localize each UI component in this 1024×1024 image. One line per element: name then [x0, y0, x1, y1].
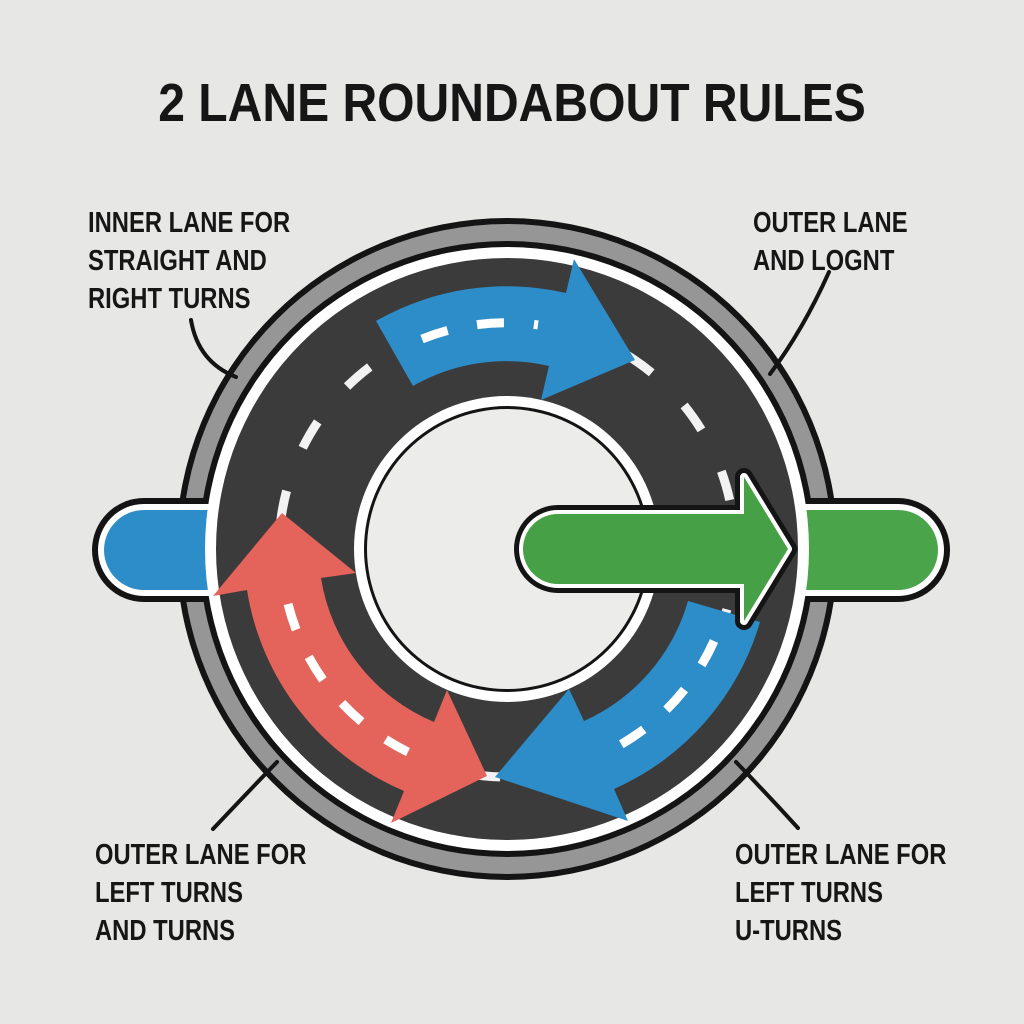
page-title: 2 LANE ROUNDABOUT RULES [158, 73, 866, 133]
leader-line-top-right [768, 270, 831, 376]
straight-arrow-body [523, 477, 788, 621]
bottom-right-curved-arrow-dashes [617, 639, 719, 749]
leader-line-bottom-left [211, 760, 279, 831]
label-outer-lane-bottom-left: OUTER LANE FOR LEFT TURNS AND TURNS [95, 839, 307, 947]
top-curved-arrow [376, 259, 635, 400]
leader-line-bottom-right [734, 760, 800, 830]
center-island [367, 409, 647, 689]
bottom-left-curved-arrow [213, 513, 487, 823]
leader-line-top-left [189, 318, 238, 379]
straight-through-arrow [514, 468, 797, 630]
bottom-left-curved-arrow-dashes [283, 602, 410, 757]
label-outer-lane-top-right: OUTER LANE AND LOGNT [753, 207, 908, 277]
label-outer-lane-bottom-right: OUTER LANE FOR LEFT TURNS U-TURNS [735, 839, 947, 947]
top-curved-arrow-dashes [420, 318, 539, 344]
label-inner-lane: INNER LANE FOR STRAIGHT AND RIGHT TURNS [88, 207, 291, 315]
bottom-right-curved-arrow [495, 601, 760, 821]
